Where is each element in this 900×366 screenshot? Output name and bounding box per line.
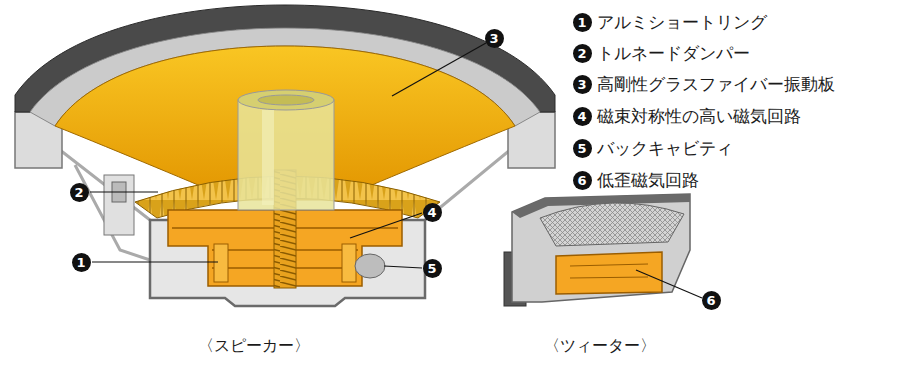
leader-line (636, 270, 702, 298)
callout-number: 4 (423, 203, 442, 222)
figure-caption: 〈ツィーター〉 (544, 336, 656, 355)
callout-number: 3 (485, 29, 504, 48)
number-text: 6 (577, 174, 586, 187)
tweeter-magnet (556, 252, 662, 294)
part-name: 磁束対称性の高い磁気回路 (597, 106, 801, 126)
tweeter-magnet (570, 264, 648, 278)
callout-number: 2 (70, 183, 89, 202)
number-text: 3 (489, 32, 498, 45)
terminal (104, 175, 134, 235)
list-number: 2 (573, 44, 592, 63)
list-number: 4 (573, 107, 592, 126)
voice-coil-bobbin (238, 100, 334, 210)
list-number: 6 (573, 171, 592, 190)
part-name: アルミショートリング (597, 12, 767, 32)
number-text: 2 (577, 47, 586, 60)
part-name: 高剛性グラスファイバー振動板 (597, 74, 835, 94)
list-number: 3 (573, 75, 592, 94)
number-text: 6 (706, 294, 715, 307)
short-ring (342, 244, 356, 282)
figure-caption: 〈スピーカー〉 (198, 336, 310, 355)
dust-cap (238, 90, 334, 110)
number-text: 5 (577, 142, 586, 155)
list-number: 1 (573, 13, 592, 32)
number-text: 4 (427, 206, 436, 219)
leader-line (92, 261, 218, 262)
callout-number: 5 (423, 259, 442, 278)
list-number: 5 (573, 139, 592, 158)
short-ring (214, 244, 228, 282)
leader-line (392, 43, 486, 96)
callout-number: 6 (702, 291, 721, 310)
part-name: バックキャビティ (597, 138, 733, 158)
number-text: 1 (76, 256, 85, 269)
tweeter-grille (540, 203, 684, 246)
part-name: 低歪磁気回路 (597, 170, 699, 190)
number-text: 3 (577, 78, 586, 91)
dust-cap (258, 95, 314, 105)
number-text: 2 (74, 186, 83, 199)
number-text: 1 (577, 16, 586, 29)
leader-line (384, 266, 422, 268)
highlight (262, 110, 274, 205)
callout-number: 1 (72, 253, 91, 272)
back-cavity (355, 254, 385, 278)
part-name: トルネードダンパー (597, 43, 750, 63)
number-text: 5 (427, 262, 436, 275)
tweeter-housing (512, 194, 690, 302)
number-text: 4 (577, 110, 586, 123)
leader-line (90, 191, 158, 192)
leader-line (350, 213, 422, 238)
